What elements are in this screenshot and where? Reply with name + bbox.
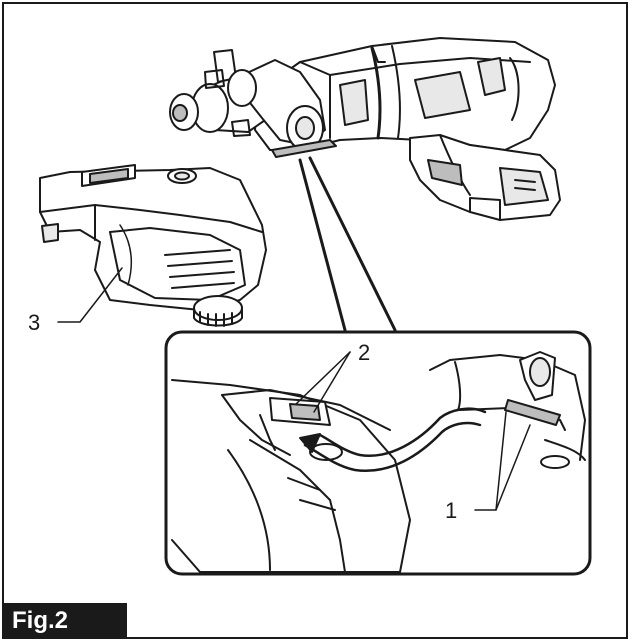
rotary-hammer-body [254, 37, 556, 151]
callout-1-label: 1 [445, 498, 457, 523]
callout-3: 3 [28, 267, 123, 335]
figure-frame [2, 2, 628, 639]
callout-1: 1 [445, 411, 531, 523]
attachment-rail-top [271, 139, 337, 158]
figure-label: Fig.2 [2, 603, 127, 639]
callout-2: 2 [295, 340, 370, 413]
callout-3-label: 3 [28, 310, 40, 335]
callout-2-label: 2 [358, 340, 370, 365]
rotary-hammer-handle [409, 134, 561, 221]
detail-pointer [298, 156, 397, 332]
side-grip [227, 59, 326, 151]
detail-view [164, 330, 592, 576]
dust-extractor [39, 164, 267, 327]
